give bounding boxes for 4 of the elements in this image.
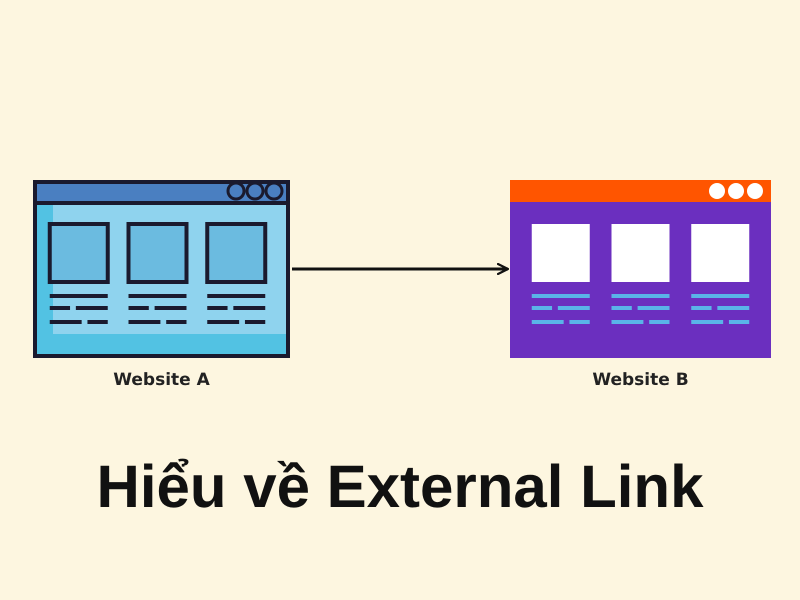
title: Hiểu về External Link — [96, 452, 704, 521]
website-label: Website A — [113, 370, 210, 390]
website-label: Website B — [592, 370, 689, 390]
arrow — [292, 262, 510, 276]
